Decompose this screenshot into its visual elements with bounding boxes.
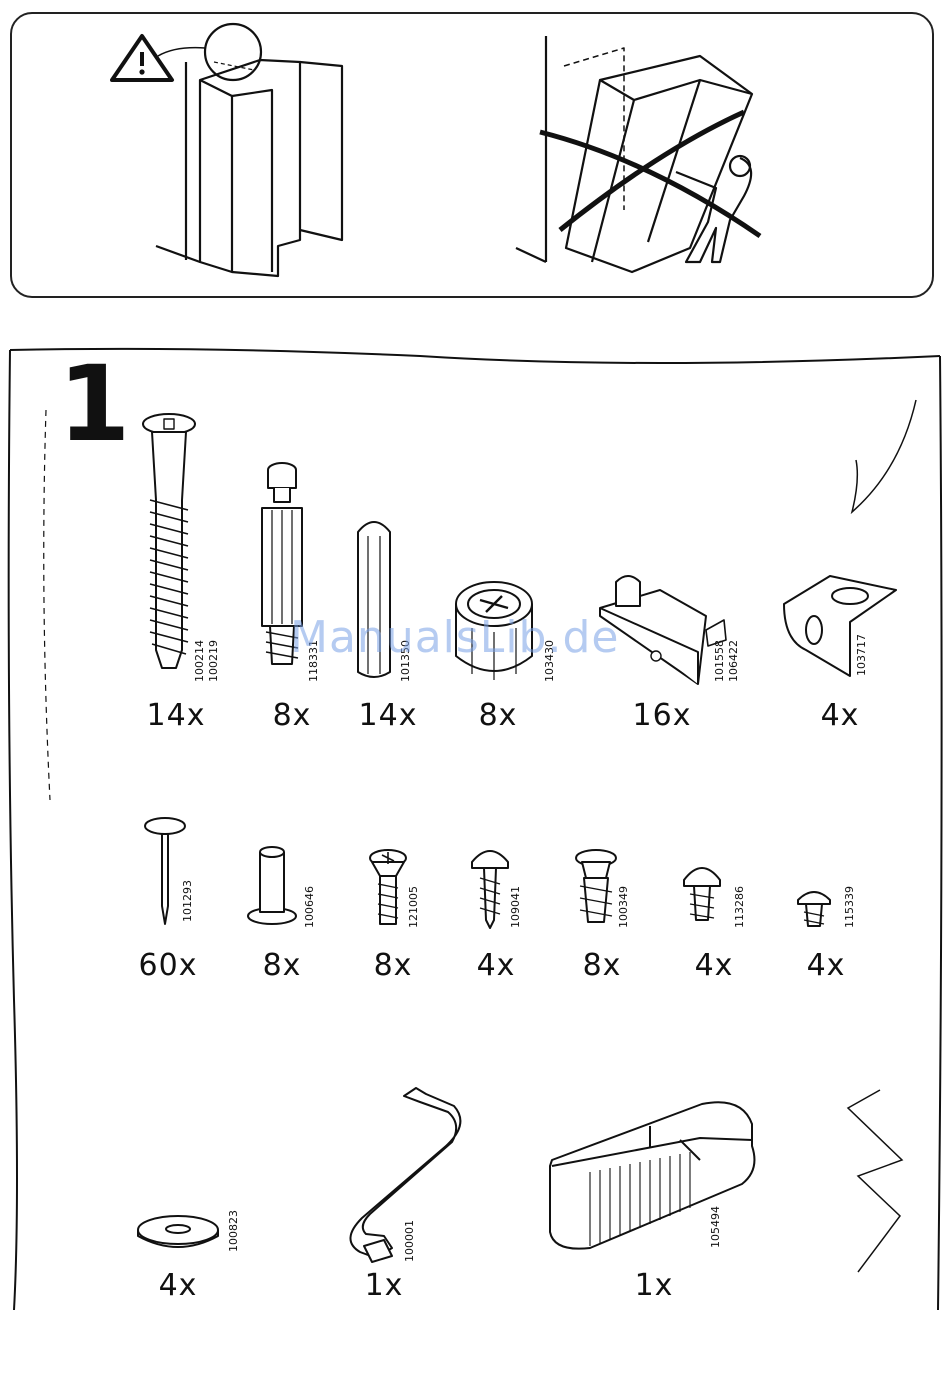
machine-screw-icon — [370, 850, 406, 924]
qty-label: 8x — [222, 948, 342, 983]
flat-head-screw-icon — [576, 850, 616, 922]
part-number: 100646 — [304, 886, 316, 928]
part-number: 106422 — [728, 640, 740, 682]
qty-label: 4x — [766, 948, 886, 983]
qty-label: 60x — [108, 948, 228, 983]
angle-bracket-icon — [784, 576, 896, 676]
short-screw-icon — [798, 892, 830, 926]
washer-icon — [138, 1216, 218, 1247]
qty-label: 8x — [333, 948, 453, 983]
part-number: 100823 — [228, 1210, 240, 1252]
qty-label: 1x — [594, 1268, 714, 1303]
qty-label: 14x — [328, 698, 448, 733]
part-number: 121005 — [408, 886, 420, 928]
part-number: 100349 — [618, 886, 630, 928]
watermark: ManualsLib.de — [290, 612, 619, 663]
part-number: 101558 — [714, 640, 726, 682]
qty-label: 4x — [780, 698, 900, 733]
sleeve-nut-icon — [248, 847, 296, 924]
long-wood-screw-icon — [143, 414, 195, 668]
part-number: 109041 — [510, 886, 522, 928]
part-number: 100219 — [208, 640, 220, 682]
qty-label: 4x — [118, 1268, 238, 1303]
qty-label: 8x — [542, 948, 662, 983]
part-number: 103717 — [856, 634, 868, 676]
nail-icon — [145, 818, 185, 924]
part-number: 100214 — [194, 640, 206, 682]
part-number: 105494 — [710, 1206, 722, 1248]
qty-label: 14x — [116, 698, 236, 733]
qty-label: 4x — [436, 948, 556, 983]
part-number: 100001 — [404, 1220, 416, 1262]
door-stop-wedge-icon — [550, 1102, 754, 1248]
washer-head-screw-icon — [684, 868, 720, 920]
qty-label: 8x — [438, 698, 558, 733]
pan-head-screw-icon — [472, 851, 508, 928]
qty-label: 1x — [324, 1268, 444, 1303]
part-number: 113286 — [734, 886, 746, 928]
part-number: 101293 — [182, 880, 194, 922]
qty-label: 16x — [602, 698, 722, 733]
part-number: 115339 — [844, 886, 856, 928]
qty-label: 4x — [654, 948, 774, 983]
